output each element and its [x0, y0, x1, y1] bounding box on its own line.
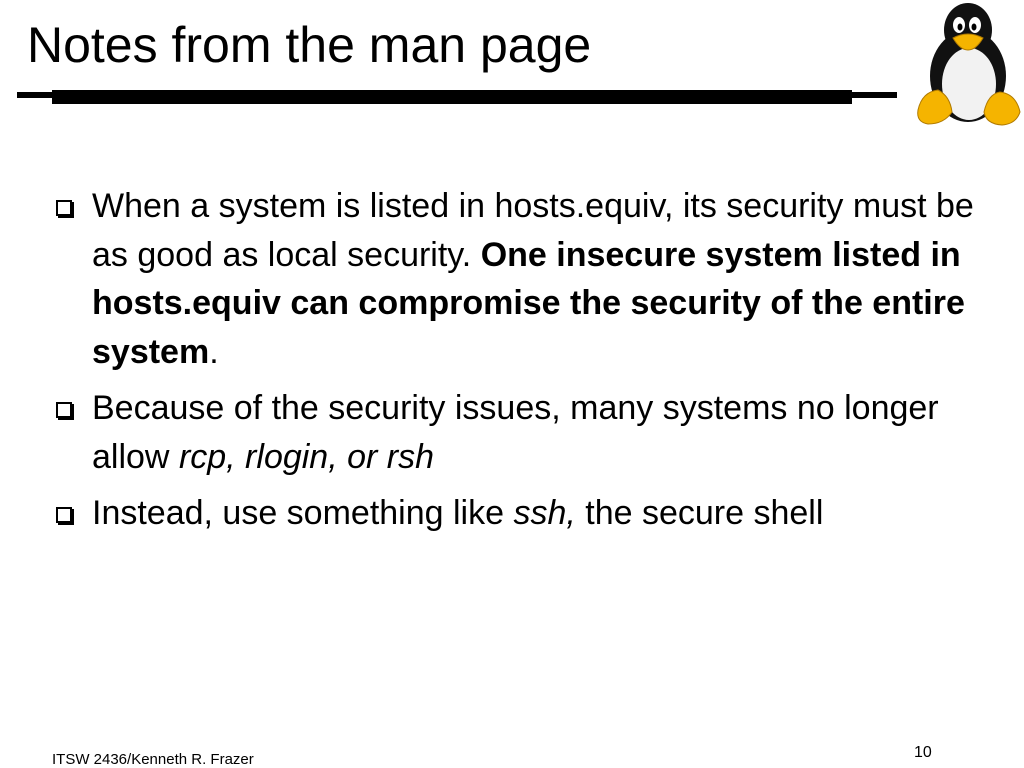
slide-title: Notes from the man page [27, 17, 592, 73]
footer-author: ITSW 2436/Kenneth R. Frazer [52, 751, 254, 768]
bullet-italic: ssh, [513, 494, 576, 532]
bullet-text: the secure shell [575, 494, 824, 532]
bullet-list: When a system is listed in hosts.equiv, … [56, 182, 986, 538]
page-number: 10 [914, 744, 932, 761]
bullet-text: When a system is listed in hosts.equiv, … [92, 187, 974, 274]
checkbox-bullet-icon [56, 507, 72, 523]
bullet-emphasis: One insecure system listed in hosts.equi… [92, 235, 965, 371]
bullet-item-security-issues: Because of the security issues, many sys… [56, 384, 986, 481]
checkbox-bullet-icon [56, 402, 72, 418]
bullet-item-ssh: Instead, use something like ssh, the sec… [56, 489, 986, 538]
title-underline-thick [52, 90, 852, 104]
checkbox-bullet-icon [56, 200, 72, 216]
bullet-text: . [209, 332, 219, 371]
bullet-item-hosts-equiv: When a system is listed in hosts.equiv, … [56, 182, 986, 376]
bullet-text: Because of the security issues, many sys… [92, 389, 939, 476]
bullet-text: Instead, use something like [92, 494, 514, 532]
bullet-italic: rcp, rlogin, or rsh [178, 437, 435, 476]
tux-penguin-icon [917, 3, 1021, 126]
